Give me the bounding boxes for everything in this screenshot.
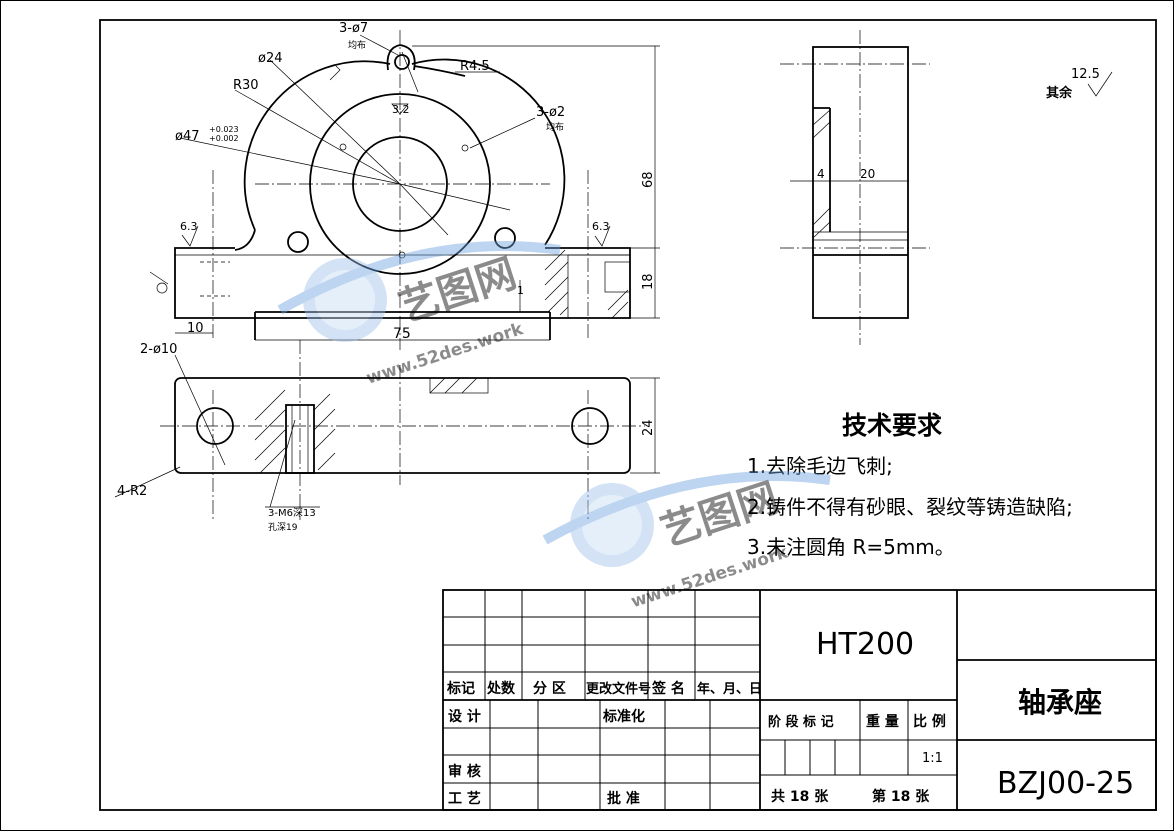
dim-phi47: ø47 xyxy=(175,129,200,144)
rest-roughness-icon xyxy=(1087,71,1113,97)
dim-r45: R4.5 xyxy=(460,59,490,74)
dim-18: 18 xyxy=(641,273,656,290)
watermark-brand-1: 艺图网 xyxy=(393,250,521,331)
tech-title: 技术要求 xyxy=(842,411,942,440)
dim-4-r2: 4-R2 xyxy=(117,484,147,499)
dim-20: 20 xyxy=(860,167,875,181)
side-view xyxy=(780,30,930,345)
material: HT200 xyxy=(816,627,914,662)
tech-item-1: 1.去除毛边飞刺; xyxy=(747,454,893,478)
label-process: 工 艺 xyxy=(448,790,481,807)
rest-value: 12.5 xyxy=(1071,67,1100,82)
dim-3-phi7: 3-ø7 xyxy=(339,21,368,36)
header-sign: 签 名 xyxy=(651,680,685,697)
total-sheets: 共 18 张 xyxy=(771,788,829,805)
front-view xyxy=(149,30,660,520)
dim-r30: R30 xyxy=(233,78,259,93)
scale-label: 比 例 xyxy=(913,713,946,730)
dim-68: 68 xyxy=(641,171,656,188)
dim-hole-depth: 孔深19 xyxy=(268,522,298,533)
tech-item-2: 2.铸件不得有砂眼、裂纹等铸造缺陷; xyxy=(747,495,1073,519)
label-approve: 批 准 xyxy=(607,790,640,807)
title-block: 标记 处数 分 区 更改文件号 签 名 年、月、日 设 计 标准化 审 核 工 … xyxy=(442,589,1157,811)
tech-item-3: 3.未注圆角 R=5mm。 xyxy=(747,535,955,559)
dim-ra32: 3.2 xyxy=(392,103,410,116)
header-count: 处数 xyxy=(486,680,516,697)
dim-10: 10 xyxy=(187,321,204,336)
part-name: 轴承座 xyxy=(1018,686,1102,719)
stage-mark: 阶 段 标 记 xyxy=(768,714,834,730)
dim-75: 75 xyxy=(393,326,411,342)
label-standardize: 标准化 xyxy=(602,708,645,725)
dim-phi24: ø24 xyxy=(258,51,283,66)
label-design: 设 计 xyxy=(448,708,481,725)
weight-label: 重 量 xyxy=(866,713,899,730)
rest-label: 其余 xyxy=(1046,85,1073,101)
tech-requirements: 技术要求 1.去除毛边飞刺; 2.铸件不得有砂眼、裂纹等铸造缺陷; 3.未注圆角… xyxy=(747,411,1073,559)
header-zone: 分 区 xyxy=(533,681,566,697)
drawing-number: BZJ00-25 xyxy=(997,766,1134,801)
dim-3-phi2: 3-ø2 xyxy=(536,105,565,120)
dim-1: 1 xyxy=(517,284,524,297)
dim-phi47-upper: +0.023 xyxy=(209,125,239,134)
dim-4: 4 xyxy=(817,167,825,181)
dim-phi47-lower: +0.002 xyxy=(209,134,239,143)
dim-24: 24 xyxy=(641,419,656,436)
top-view xyxy=(114,354,660,520)
dim-uniform-2: 均布 xyxy=(546,121,564,133)
dim-uniform-1: 均布 xyxy=(348,39,366,51)
header-mark: 标记 xyxy=(446,680,475,697)
header-doc: 更改文件号 xyxy=(586,681,651,697)
dim-thread: 3-M6深13 xyxy=(268,507,316,519)
dim-ra63-left: 6.3 xyxy=(180,220,198,233)
label-review: 审 核 xyxy=(448,763,481,780)
dimension-texts: 3-ø7 均布 R4.5 ø24 R30 ø47 +0.023 +0.002 3… xyxy=(117,21,1100,533)
watermark-url-2: www.52des.work xyxy=(629,542,791,612)
dim-ra63-right: 6.3 xyxy=(592,220,610,233)
scale-value: 1:1 xyxy=(922,751,943,766)
sheet-number: 第 18 张 xyxy=(872,788,930,805)
dim-2-phi10: 2-ø10 xyxy=(140,342,177,357)
header-date: 年、月、日 xyxy=(697,681,762,697)
